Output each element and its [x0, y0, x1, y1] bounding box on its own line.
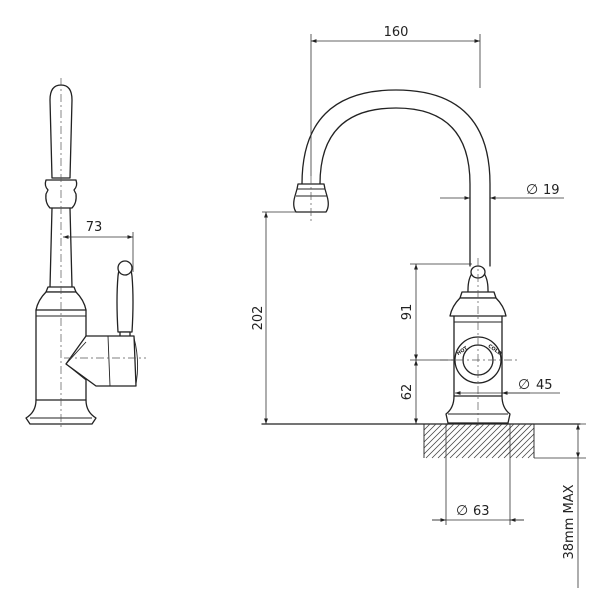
hatch-line	[461, 423, 497, 459]
front-spout-inner	[319, 107, 471, 267]
hatch-line	[473, 423, 509, 459]
hatch-line	[485, 423, 521, 459]
dim-160-label: 160	[384, 25, 409, 40]
dim-91-label: 91	[400, 304, 415, 321]
hatch-line	[443, 423, 479, 459]
side-cartridge-face	[65, 335, 111, 387]
hatch-line	[423, 423, 455, 455]
hatch-line	[449, 423, 485, 459]
hatch-line	[425, 423, 461, 459]
dim-63-symbol: ∅	[456, 503, 468, 519]
hatch-line	[515, 439, 535, 459]
dim-62-label: 62	[400, 384, 415, 401]
front-dimensions: 160 ∅ 19 202 91 62 ∅ 45 ∅ 63	[251, 25, 586, 588]
hatch-line	[497, 423, 533, 459]
dim-202-label: 202	[251, 306, 266, 331]
dim-63-label: 63	[473, 504, 490, 519]
hatch-line	[423, 423, 443, 443]
dim-19-symbol: ∅	[526, 182, 538, 198]
hatch-line	[431, 423, 467, 459]
hatch-line	[423, 423, 431, 431]
hatch-line	[503, 427, 535, 459]
side-handle-knob	[117, 260, 133, 276]
front-spout-outer	[301, 89, 491, 267]
bench-hatching	[423, 423, 535, 459]
side-cartridge-cap	[133, 337, 139, 385]
hatch-line	[467, 423, 503, 459]
hatch-line	[521, 445, 535, 459]
hatch-line	[423, 423, 449, 449]
dim-45-label: 45	[536, 378, 553, 393]
dim-45-symbol: ∅	[518, 377, 530, 393]
hatch-line	[455, 423, 491, 459]
dim-38-label: 38mm MAX	[562, 484, 577, 559]
side-cartridge-housing	[65, 335, 137, 387]
hatch-line	[423, 423, 437, 437]
side-view: 73	[25, 78, 146, 428]
side-lower-tube	[49, 207, 73, 288]
hatch-line	[437, 423, 473, 459]
hatch-line	[479, 423, 515, 459]
dim-19-label: 19	[543, 183, 560, 198]
front-view: HOT COLD	[293, 89, 520, 430]
hatch-line	[527, 451, 535, 459]
bench-section	[261, 423, 586, 459]
hatch-line	[509, 433, 535, 459]
hatch-line	[491, 423, 527, 459]
dim-73-label: 73	[86, 220, 103, 235]
front-body	[453, 315, 503, 397]
